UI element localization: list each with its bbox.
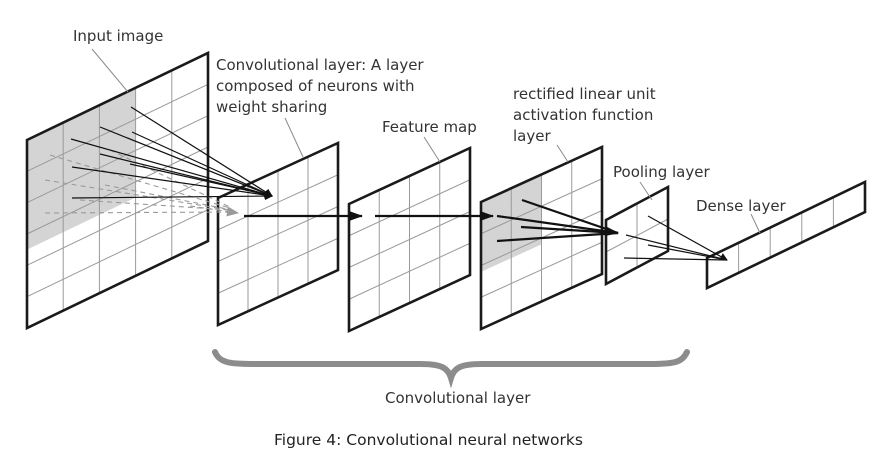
relu-label-line2: activation function: [513, 106, 653, 124]
figure-caption: Figure 4: Convolutional neural networks: [274, 431, 583, 449]
dense-layer: [705, 179, 867, 291]
relu-label-line3: layer: [513, 127, 551, 145]
connection-arrow: [647, 215, 728, 261]
dense-leader: [750, 213, 761, 234]
connection-arrow: [131, 131, 273, 197]
grid-line: [26, 115, 209, 204]
conv-layer-label-line2: composed of neurons with: [216, 77, 414, 95]
dashed-arrow: [189, 205, 239, 217]
connection-arrow: [99, 126, 273, 198]
connection-arrow: [70, 138, 273, 198]
relu-label-line1: rectified linear unit: [513, 85, 656, 103]
grid-line: [26, 146, 209, 235]
layer-frame: [25, 50, 210, 331]
connection-arrow: [130, 106, 273, 197]
connection-arrow: [71, 166, 273, 199]
dense-layer-label: Dense layer: [696, 197, 787, 215]
dashed-connection: [79, 199, 231, 211]
pooling-to-dense-connections: [623, 215, 728, 261]
conv-layer-leader: [284, 117, 304, 158]
input-to-conv-connections: [44, 106, 273, 217]
grid-line: [217, 237, 339, 294]
pooling-layer: [604, 184, 670, 287]
input-image-leader: [91, 48, 129, 93]
conv-layer-label-line1: Convolutional layer: A layer: [216, 56, 424, 74]
conv-layer-label-line3: weight sharing: [216, 98, 327, 116]
layer-frame: [705, 179, 867, 291]
connection-arrow: [71, 192, 273, 201]
pooling-leader: [639, 181, 653, 201]
dashed-connection: [109, 149, 233, 209]
layer-frame: [216, 140, 340, 328]
connection-arrow: [647, 244, 728, 261]
grid-line: [480, 241, 603, 298]
grid-line: [26, 209, 209, 298]
brace-label: Convolutional layer: [385, 389, 531, 407]
grid-line: [348, 179, 471, 237]
convolutional-layer-brace: [212, 349, 690, 389]
conv-layer: [216, 140, 340, 328]
connection-arrow: [496, 214, 619, 237]
feature-map-leader: [423, 136, 441, 163]
layer-background: [707, 182, 865, 288]
connection-arrow: [496, 231, 619, 243]
feature-map-label: Feature map: [382, 118, 477, 136]
connection-arrow: [623, 257, 728, 261]
layer-frame: [479, 144, 604, 332]
connection-arrow: [520, 225, 619, 235]
grid-line: [605, 218, 669, 253]
grid-line: [26, 83, 209, 172]
connection-arrow: [521, 198, 619, 235]
connection-arrow: [129, 163, 273, 199]
pooling-layer-label: Pooling layer: [613, 163, 710, 181]
layer-frame: [604, 184, 670, 287]
grid-line: [348, 211, 471, 268]
grid-line: [217, 174, 339, 231]
grid-line: [348, 242, 471, 300]
input-image-label: Input image: [73, 27, 163, 45]
dashed-connection: [44, 211, 236, 214]
relu-to-pooling-connections: [496, 198, 619, 243]
connection-arrow: [625, 234, 728, 261]
feature-map-layer: [347, 145, 472, 334]
relu-leader: [556, 144, 569, 163]
dashed-connection: [44, 179, 231, 211]
dashed-connection: [49, 154, 231, 209]
grid-line: [26, 177, 209, 266]
input-image-layer: [25, 50, 210, 331]
layer-frame: [347, 145, 472, 334]
